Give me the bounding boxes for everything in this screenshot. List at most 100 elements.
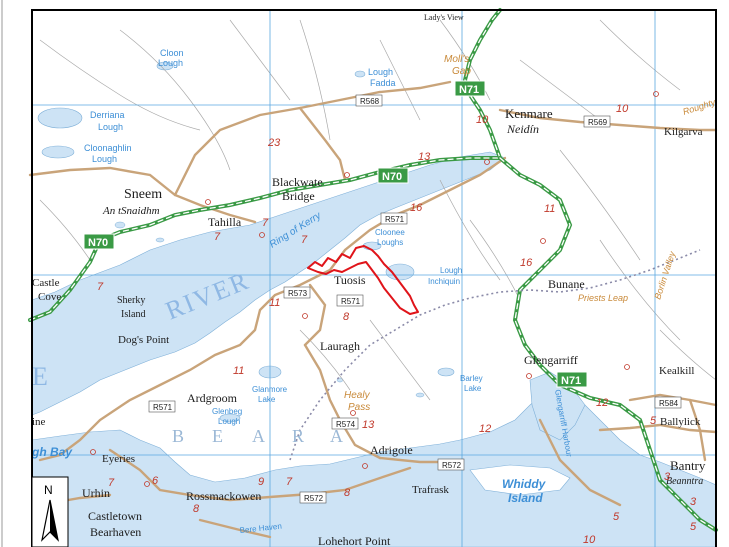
label-castle: Castle [32, 277, 60, 289]
label-bearhaven: Bearhaven [90, 525, 141, 539]
label-cove: Cove [38, 291, 61, 303]
label-cloonee-1: Cloonee [375, 228, 405, 237]
road-shield-n71-south: N71 [561, 375, 581, 387]
label-cloonaghlin-2: Lough [92, 154, 117, 164]
distance-label: 10 [476, 114, 489, 126]
road-label-r572: R572 [304, 494, 324, 503]
highlighted-route[interactable] [307, 245, 419, 315]
distance-label: 7 [262, 217, 269, 229]
whiddy-island [469, 464, 571, 496]
lakelet-2 [155, 237, 165, 243]
label-sherky-island: Island [121, 309, 145, 320]
label-lohehort-point: Lohehort Point [318, 534, 391, 547]
rivers [39, 19, 717, 401]
label-kenmare-irish: Neidín [506, 122, 539, 136]
lough-fadda [354, 70, 366, 78]
road-label-r569: R569 [588, 118, 608, 127]
national-road-shields: N70 N70 N71 N71 [83, 80, 588, 388]
distance-label: 13 [418, 151, 431, 163]
label-lough-fadda-1: Lough [368, 67, 393, 77]
distance-label: 5 [613, 511, 620, 523]
road-shield-n70-west: N70 [88, 237, 108, 249]
label-whiddy-2: Island [508, 491, 543, 505]
lough-inchiquin [385, 263, 415, 281]
road-label-r571-west: R571 [153, 403, 173, 412]
distance-label: 7 [214, 231, 221, 243]
road-label-r574: R574 [336, 420, 356, 429]
label-sneem-irish: An tSnaidhm [102, 205, 160, 217]
label-priests-leap: Priests Leap [578, 293, 628, 303]
road-label-r584: R584 [659, 399, 679, 408]
beara-letters: B E A R A [172, 426, 345, 446]
distance-label: 8 [343, 311, 350, 323]
distance-label: 3 [664, 471, 671, 483]
beara-letter: B [172, 426, 186, 446]
distance-label: 10 [616, 103, 629, 115]
bantry-bay-water [31, 391, 717, 547]
label-sneem: Sneem [124, 187, 162, 202]
beara-letter: A [330, 426, 345, 446]
road-shield-n70-east: N70 [382, 171, 402, 183]
label-glengarriff: Glengarriff [524, 353, 578, 367]
distance-label: 11 [544, 203, 555, 215]
distance-label: 7 [97, 281, 104, 293]
distance-label: 13 [362, 419, 375, 431]
label-barley-2: Lake [464, 384, 482, 393]
label-bantry: Bantry [670, 458, 706, 473]
label-healy-pass-2: Pass [348, 402, 370, 413]
regional-road-labels: R568 R569 R571 R571 R571 R573 R574 R572 … [148, 94, 682, 504]
distance-label: 11 [269, 297, 280, 309]
distance-label: 23 [267, 137, 281, 149]
label-healy-pass-1: Healy [344, 390, 371, 401]
label-ardgroom: Ardgroom [187, 391, 238, 405]
label-kilgarvan: Kilgarva [664, 126, 703, 138]
distance-label: 16 [520, 257, 533, 269]
road-label-r571-north: R571 [385, 215, 405, 224]
label-inchiquin-1: Lough [440, 266, 462, 275]
label-tahilla: Tahilla [208, 215, 242, 229]
derriana-lough [37, 107, 83, 129]
cloonaghlin-lough [41, 145, 75, 159]
distance-label: 5 [690, 521, 697, 533]
label-glenbeg-2: Lough [218, 417, 240, 426]
distance-label: 12 [596, 397, 608, 409]
label-blackwater: Blackwate [272, 175, 323, 189]
label-trafrask: Trafrask [412, 484, 449, 496]
label-bunane: Bunane [548, 277, 585, 291]
label-molls-gap-2: Gap [452, 66, 471, 77]
distance-label: 16 [410, 202, 423, 214]
road-label-r573: R573 [288, 289, 308, 298]
label-cloon-lough-2: Lough [158, 58, 183, 68]
kenmare-river-water [31, 151, 506, 416]
road-label-r568: R568 [360, 97, 380, 106]
distance-label: 10 [583, 534, 596, 546]
label-molls-gap-1: Moll's [444, 54, 469, 65]
priests-leap-trail [289, 249, 701, 461]
label-bay: gh Bay [31, 445, 73, 459]
label-kealkill: Kealkill [659, 365, 694, 377]
label-bantry-irish: Beanntra [666, 476, 703, 487]
left-margin [0, 0, 30, 547]
label-glanmore-2: Lake [258, 395, 276, 404]
distance-label: 9 [258, 476, 264, 488]
label-bridge: Bridge [282, 189, 315, 203]
label-eyeries: Eyeries [102, 453, 135, 465]
label-ine: ine [32, 416, 46, 428]
beara-letter: E [212, 426, 225, 446]
lakelet-1 [114, 221, 126, 229]
distance-label: 7 [286, 476, 293, 488]
distance-label: 11 [233, 365, 244, 377]
label-kenmare: Kenmare [505, 106, 553, 121]
label-dogs-point: Dog's Point [118, 334, 169, 346]
label-castletown: Castletown [88, 509, 142, 523]
road-label-r571-mid: R571 [341, 297, 361, 306]
label-lough-fadda-2: Fadda [370, 78, 396, 88]
label-inchiquin-2: Inchiquin [428, 277, 460, 286]
beara-letter: A [252, 426, 267, 446]
map-frame [31, 9, 717, 547]
label-rossmackowen: Rossmackowen [186, 489, 261, 503]
lakelet-3 [415, 392, 425, 398]
label-glanmore-1: Glanmore [252, 385, 288, 394]
